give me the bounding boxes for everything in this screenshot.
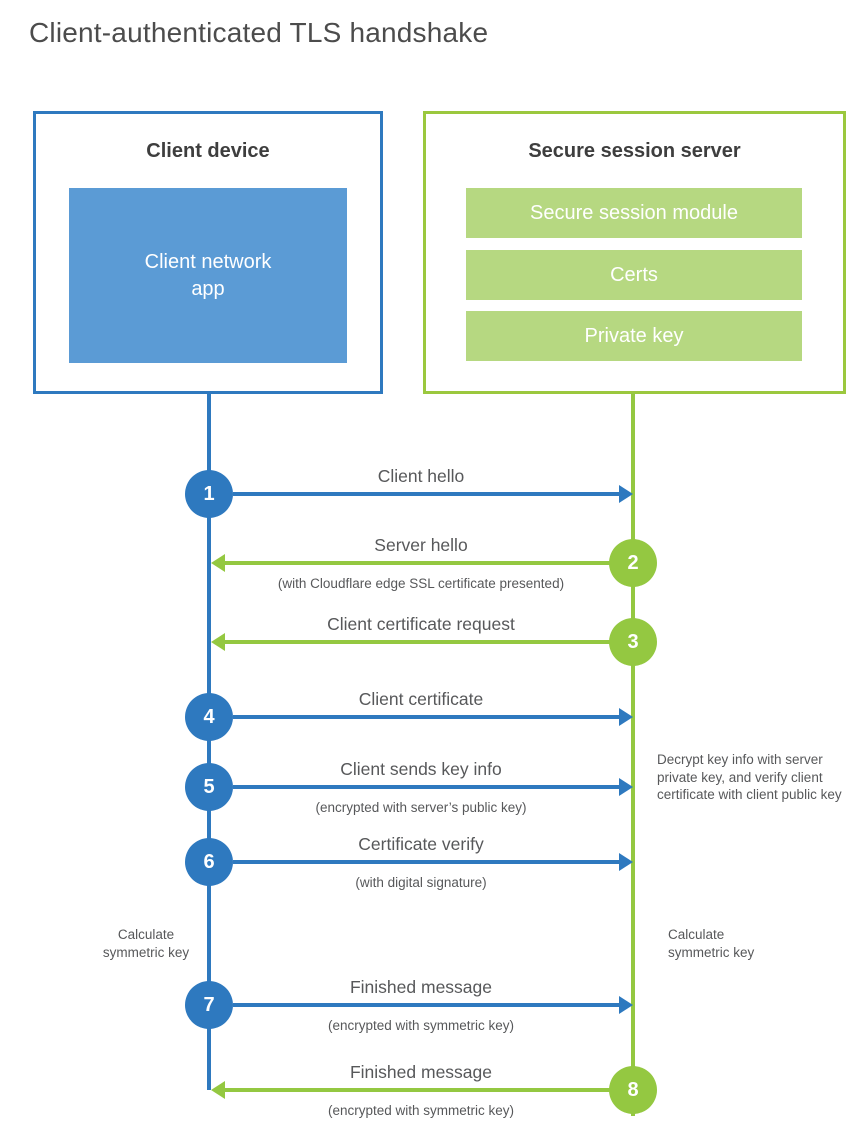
step-7-sublabel: (encrypted with symmetric key) xyxy=(327,1018,515,1033)
step-3-arrow-line xyxy=(225,640,611,644)
step-4-badge: 4 xyxy=(185,693,233,741)
step-4-arrow-line xyxy=(233,715,619,719)
client-calculate-symmetric-key-note: Calculate symmetric key xyxy=(102,927,190,960)
client-lifeline xyxy=(207,393,211,1090)
step-6-arrowhead-icon xyxy=(619,853,633,871)
step-6-label: Certificate verify xyxy=(358,834,484,854)
step-7-arrow-line xyxy=(233,1003,619,1007)
server-lifeline xyxy=(631,393,635,1116)
step-3-arrowhead-icon xyxy=(211,633,225,651)
step-8-sublabel: (encrypted with symmetric key) xyxy=(327,1103,515,1118)
server-decrypt-note: Decrypt key info with server private key… xyxy=(657,752,842,802)
step-7-arrowhead-icon xyxy=(619,996,633,1014)
step-8-label: Finished message xyxy=(349,1062,493,1082)
step-1-label: Client hello xyxy=(377,466,465,486)
step-5-label: Client sends key info xyxy=(340,759,502,779)
client-device-title: Client device xyxy=(146,140,270,162)
step-3-badge: 3 xyxy=(609,618,657,666)
secure-session-server-title: Secure session server xyxy=(528,140,741,162)
step-2-badge: 2 xyxy=(609,539,657,587)
step-1-arrowhead-icon xyxy=(619,485,633,503)
step-5-sublabel: (encrypted with server’s public key) xyxy=(315,800,527,815)
server-module-certs: Certs xyxy=(466,250,802,300)
step-7-badge: 7 xyxy=(185,981,233,1029)
step-4-label: Client certificate xyxy=(358,689,484,709)
step-6-arrow-line xyxy=(233,860,619,864)
step-1-badge: 1 xyxy=(185,470,233,518)
step-6-sublabel: (with digital signature) xyxy=(355,875,487,890)
step-3-label: Client certificate request xyxy=(327,614,515,634)
step-2-label: Server hello xyxy=(374,535,468,555)
page-title: Client-authenticated TLS handshake xyxy=(29,17,489,48)
step-7-label: Finished message xyxy=(349,977,493,997)
step-2-sublabel: (with Cloudflare edge SSL certificate pr… xyxy=(277,576,565,591)
step-1-arrow-line xyxy=(233,492,619,496)
step-5-badge: 5 xyxy=(185,763,233,811)
step-6-badge: 6 xyxy=(185,838,233,886)
step-5-arrow-line xyxy=(233,785,619,789)
server-calculate-symmetric-key-note: Calculate symmetric key xyxy=(668,927,755,960)
step-8-badge: 8 xyxy=(609,1066,657,1114)
client-network-app-box: Client network app xyxy=(69,188,347,363)
step-8-arrow-line xyxy=(225,1088,611,1092)
step-5-arrowhead-icon xyxy=(619,778,633,796)
server-module-private-key: Private key xyxy=(466,311,802,361)
step-2-arrow-line xyxy=(225,561,611,565)
step-8-arrowhead-icon xyxy=(211,1081,225,1099)
step-4-arrowhead-icon xyxy=(619,708,633,726)
step-2-arrowhead-icon xyxy=(211,554,225,572)
server-module-secure-session: Secure session module xyxy=(466,188,802,238)
